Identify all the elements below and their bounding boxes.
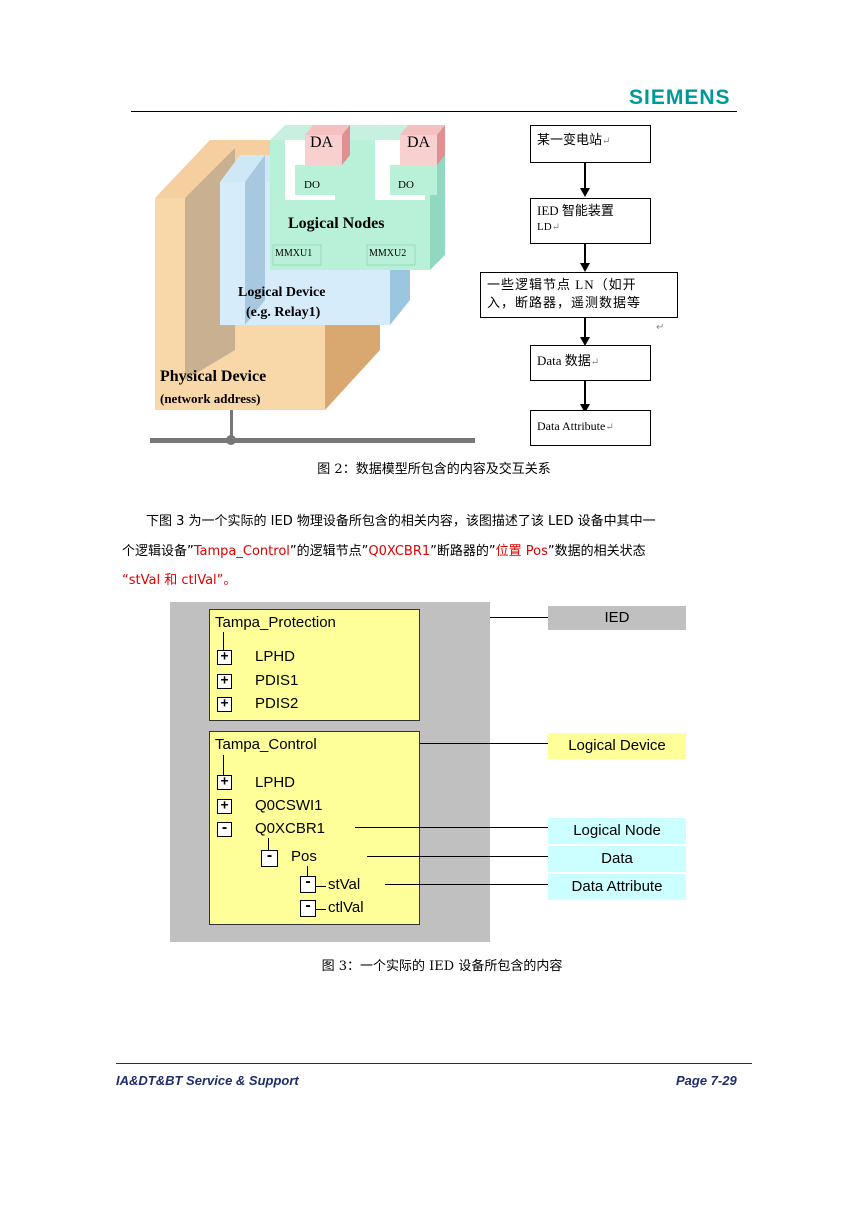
flow-box-data-text: Data 数据 <box>537 353 591 368</box>
flow-box-logical-nodes: 一些逻辑节点 LN（如开 入，断路器，遥测数据等 <box>480 272 678 318</box>
label-logical-node: Logical Node <box>548 818 686 844</box>
label-ied: IED <box>548 606 686 630</box>
footer-divider <box>116 1063 752 1064</box>
flow-box-ied-line1: IED 智能装置 <box>537 203 614 218</box>
do-label-right: DO <box>398 179 414 191</box>
connector-da <box>385 884 548 885</box>
da-box-right <box>400 135 437 165</box>
mmxu2-label: MMXU2 <box>369 248 407 259</box>
expand-q0cswi1-icon[interactable]: + <box>217 799 232 814</box>
flow-box-ied: IED 智能装置 LD↵ <box>530 198 651 244</box>
connector-ln <box>355 827 548 828</box>
panel2-item-pos[interactable]: Pos <box>291 848 317 865</box>
figure2-caption: 图 2：数据模型所包含的内容及交互关系 <box>317 462 551 477</box>
stval-icon[interactable]: - <box>300 876 316 893</box>
label-data-attribute: Data Attribute <box>548 874 686 900</box>
figure3-caption: 图 3：一个实际的 IED 设备所包含的内容 <box>321 959 563 974</box>
paragraph-line3: “stVal 和 ctlVal”。 <box>122 573 237 588</box>
paragraph-line2: 个逻辑设备”Tampa_Control”的逻辑节点”Q0XCBR1”断路器的”位… <box>122 544 646 559</box>
flow-box-ln-line1: 一些逻辑节点 LN（如开 <box>487 277 637 292</box>
collapse-q0xcbr1-icon[interactable]: - <box>217 822 232 837</box>
flow-box-substation: 某一变电站↵ <box>530 125 651 163</box>
panel2-item-lphd[interactable]: LPHD <box>255 774 296 791</box>
da-label-right: DA <box>407 134 431 151</box>
panel-tampa-protection <box>209 609 420 721</box>
expand-pdis2-icon[interactable]: + <box>217 697 232 712</box>
flow-arrow-1 <box>584 163 586 189</box>
ln-name-highlight: Q0XCBR1 <box>368 544 431 559</box>
logical-device-example: (e.g. Relay1) <box>246 305 321 320</box>
flow-arrow-4 <box>584 381 586 405</box>
label-data: Data <box>548 846 686 872</box>
mmxu1-label: MMXU1 <box>275 248 313 259</box>
footer-left: IA&DT&BT Service & Support <box>116 1073 299 1088</box>
panel1-item-lphd[interactable]: LPHD <box>255 648 296 665</box>
do-label-left: DO <box>304 179 320 191</box>
label-logical-device: Logical Device <box>548 733 686 759</box>
collapse-pos-icon[interactable]: - <box>261 850 278 867</box>
panel2-item-stval[interactable]: stVal <box>328 876 361 893</box>
logical-nodes-label: Logical Nodes <box>288 215 385 232</box>
panel2-item-q0cswi1[interactable]: Q0CSWI1 <box>255 797 323 814</box>
da-box-left <box>305 135 342 165</box>
logical-device-label: Logical Device <box>238 285 326 300</box>
da-label-left: DA <box>310 134 334 151</box>
flow-box-ied-line2: LD <box>537 221 552 233</box>
panel2-item-ctlval[interactable]: ctlVal <box>328 899 364 916</box>
data-model-illustration <box>150 125 475 445</box>
siemens-logo: SIEMENS <box>629 86 731 109</box>
flow-box-da-text: Data Attribute <box>537 419 606 433</box>
panel1-item-pdis1[interactable]: PDIS1 <box>255 672 299 689</box>
expand-lphd-icon[interactable]: + <box>217 650 232 665</box>
pos-highlight: 位置 Pos <box>495 544 548 559</box>
panel1-title: Tampa_Protection <box>215 614 336 631</box>
panel2-title: Tampa_Control <box>215 736 317 753</box>
panel1-item-pdis2[interactable]: PDIS2 <box>255 695 299 712</box>
expand-lphd2-icon[interactable]: + <box>217 775 232 790</box>
flow-box-ln-line2: 入，断路器，遥测数据等 <box>487 295 642 310</box>
connector-data <box>367 856 548 857</box>
flow-box-substation-text: 某一变电站 <box>537 132 603 147</box>
expand-pdis1-icon[interactable]: + <box>217 674 232 689</box>
connector-ied <box>490 617 548 618</box>
panel2-item-q0xcbr1[interactable]: Q0XCBR1 <box>255 820 326 837</box>
physical-device-address: (network address) <box>160 391 261 406</box>
footer-page-number: Page 7-29 <box>676 1073 737 1088</box>
flow-box-data-attribute: Data Attribute↵ <box>530 410 651 446</box>
physical-device-label: Physical Device <box>160 368 267 385</box>
flow-arrow-3 <box>584 318 586 338</box>
ctlval-icon[interactable]: - <box>300 900 316 917</box>
flow-arrow-2 <box>584 244 586 264</box>
paragraph-line1: 下图 3 为一个实际的 IED 物理设备所包含的相关内容，该图描述了该 LED … <box>146 514 656 529</box>
ld-name-highlight: Tampa_Control <box>193 544 290 559</box>
flow-box-data: Data 数据↵ <box>530 345 651 381</box>
connector-ld <box>420 743 548 744</box>
header-divider <box>131 111 737 112</box>
